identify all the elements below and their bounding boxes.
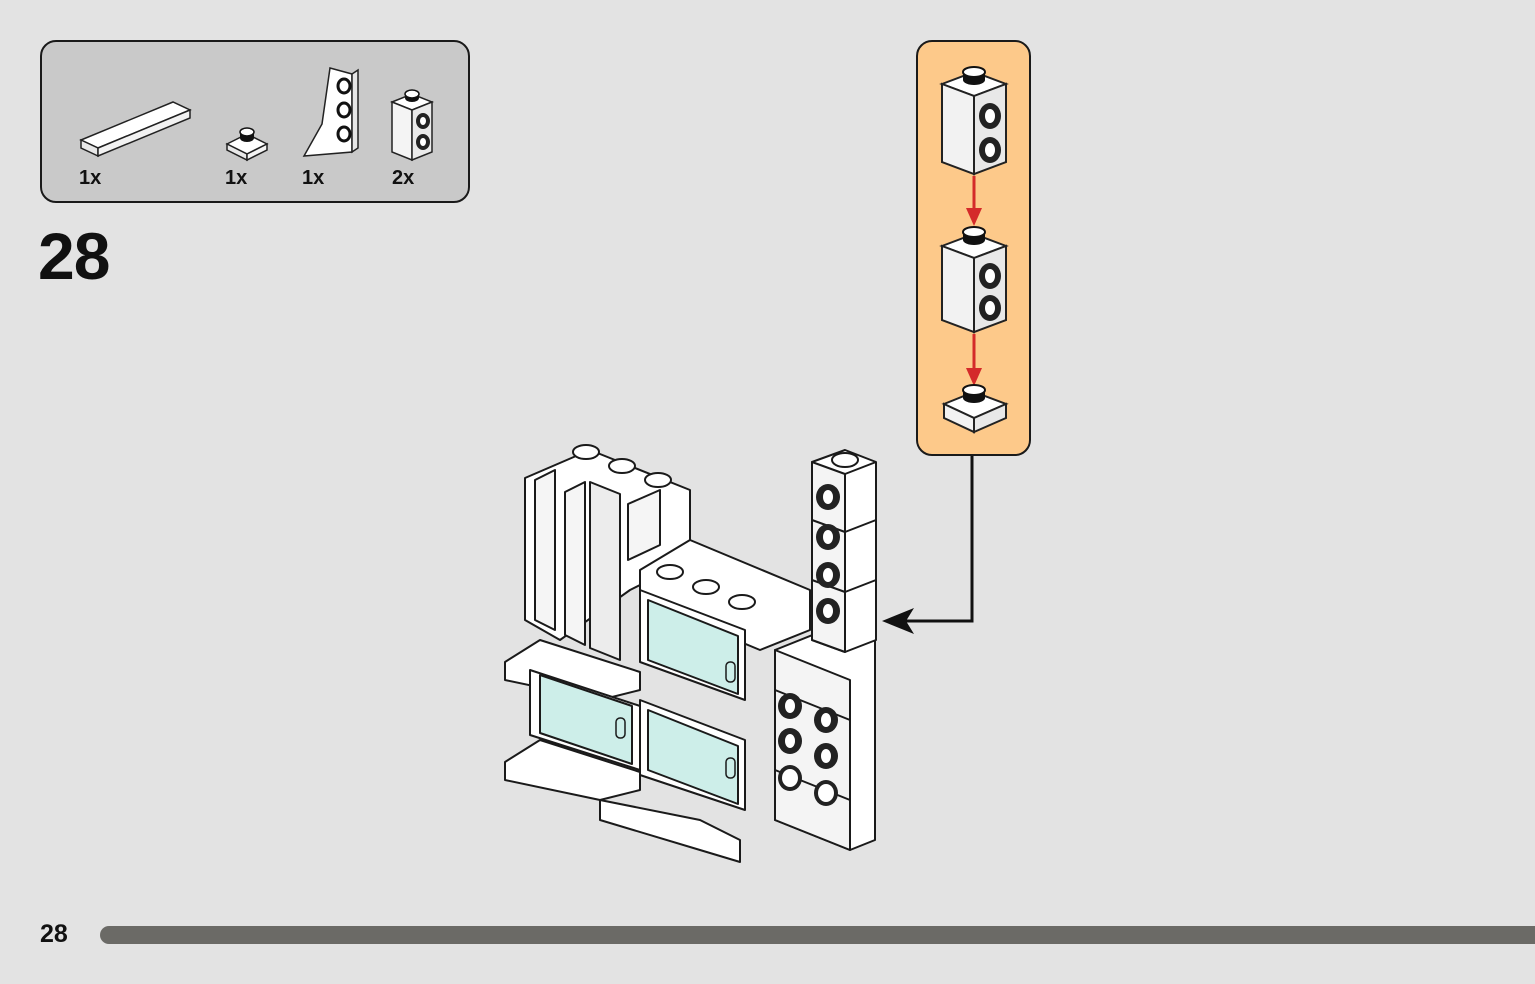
red-arrow-icon — [966, 176, 982, 226]
plate-1x1-part — [941, 384, 1009, 434]
part-qty: 1x — [225, 167, 248, 189]
tile-1x4-part — [79, 101, 192, 158]
part-qty: 1x — [79, 167, 102, 189]
brick-1x1-side-studs-part — [939, 66, 1009, 176]
red-arrow-icon — [966, 334, 982, 386]
subassembly-callout — [916, 40, 1031, 456]
wedge-plate-part — [302, 67, 359, 157]
subassembly-diagram — [939, 66, 1009, 434]
plate-1x1-part — [225, 127, 269, 162]
parts-list-box: 1x 1x 1x 2x — [40, 40, 470, 203]
progress-bar — [100, 926, 1535, 944]
brick-1x1-side-studs-part — [389, 89, 435, 162]
page-number: 28 — [40, 920, 68, 948]
brick-1x1-side-studs-part — [939, 226, 1009, 334]
part-qty: 2x — [392, 167, 415, 189]
part-qty: 1x — [302, 167, 325, 189]
step-number: 28 — [38, 219, 110, 293]
